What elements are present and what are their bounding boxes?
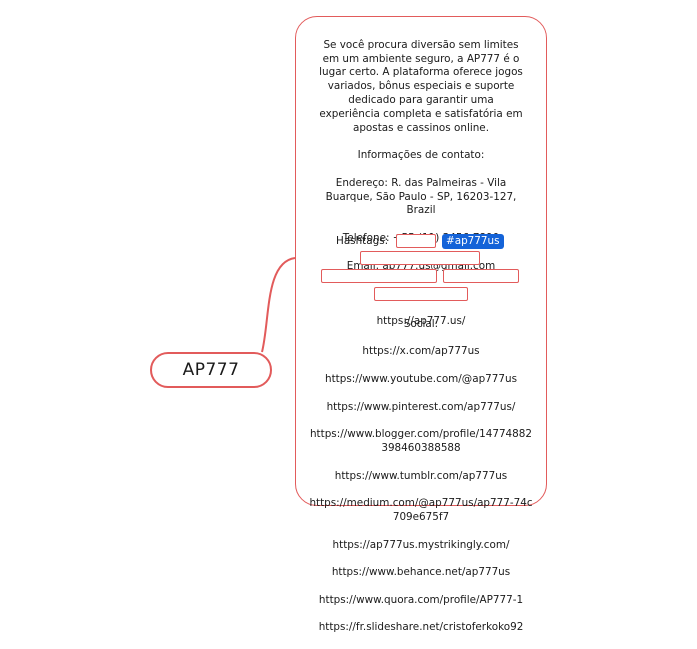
social-link[interactable]: https://fr.slideshare.net/cristoferkoko9… <box>318 621 524 634</box>
hashtag-box <box>374 287 468 301</box>
social-link[interactable]: https://x.com/ap777us <box>362 345 480 358</box>
social-heading: Social: <box>403 317 439 330</box>
hashtag-pill[interactable]: #ap777us <box>442 234 504 249</box>
central-topic[interactable]: AP777 <box>150 352 272 388</box>
social-link[interactable]: https://www.blogger.com/profile/14774882… <box>309 428 533 454</box>
description-text: Se você procura diversão sem limites em … <box>319 38 523 134</box>
social-link[interactable]: https://www.quora.com/profile/AP777-1 <box>318 593 524 606</box>
social-link[interactable]: https://www.youtube.com/@ap777us <box>324 372 517 385</box>
social-link[interactable]: https://www.behance.net/ap777us <box>331 566 511 579</box>
hashtag-box <box>396 234 436 248</box>
social-link[interactable]: https://medium.com/@ap777us/ap777-74c709… <box>309 497 533 523</box>
website-url[interactable]: https://ap777.us/ <box>376 314 466 327</box>
address-text: Endereço: R. das Palmeiras - Vila Buarqu… <box>325 176 517 217</box>
hashtag-box <box>321 269 437 283</box>
social-link[interactable]: https://www.pinterest.com/ap777us/ <box>326 400 516 413</box>
hashtag-box <box>443 269 519 283</box>
info-topic[interactable]: Se você procura diversão sem limites em … <box>295 16 547 633</box>
central-topic-label: AP777 <box>182 360 240 380</box>
hashtag-box <box>360 251 480 265</box>
contact-heading: Informações de contato: <box>357 149 485 162</box>
social-link[interactable]: https://ap777us.mystrikingly.com/ <box>332 538 510 551</box>
hashtags-label: Hashtags: <box>336 235 389 247</box>
social-link[interactable]: https://www.tumblr.com/ap777us <box>334 469 508 482</box>
social-block: Social: https://x.com/ap777us https://ww… <box>296 304 546 649</box>
